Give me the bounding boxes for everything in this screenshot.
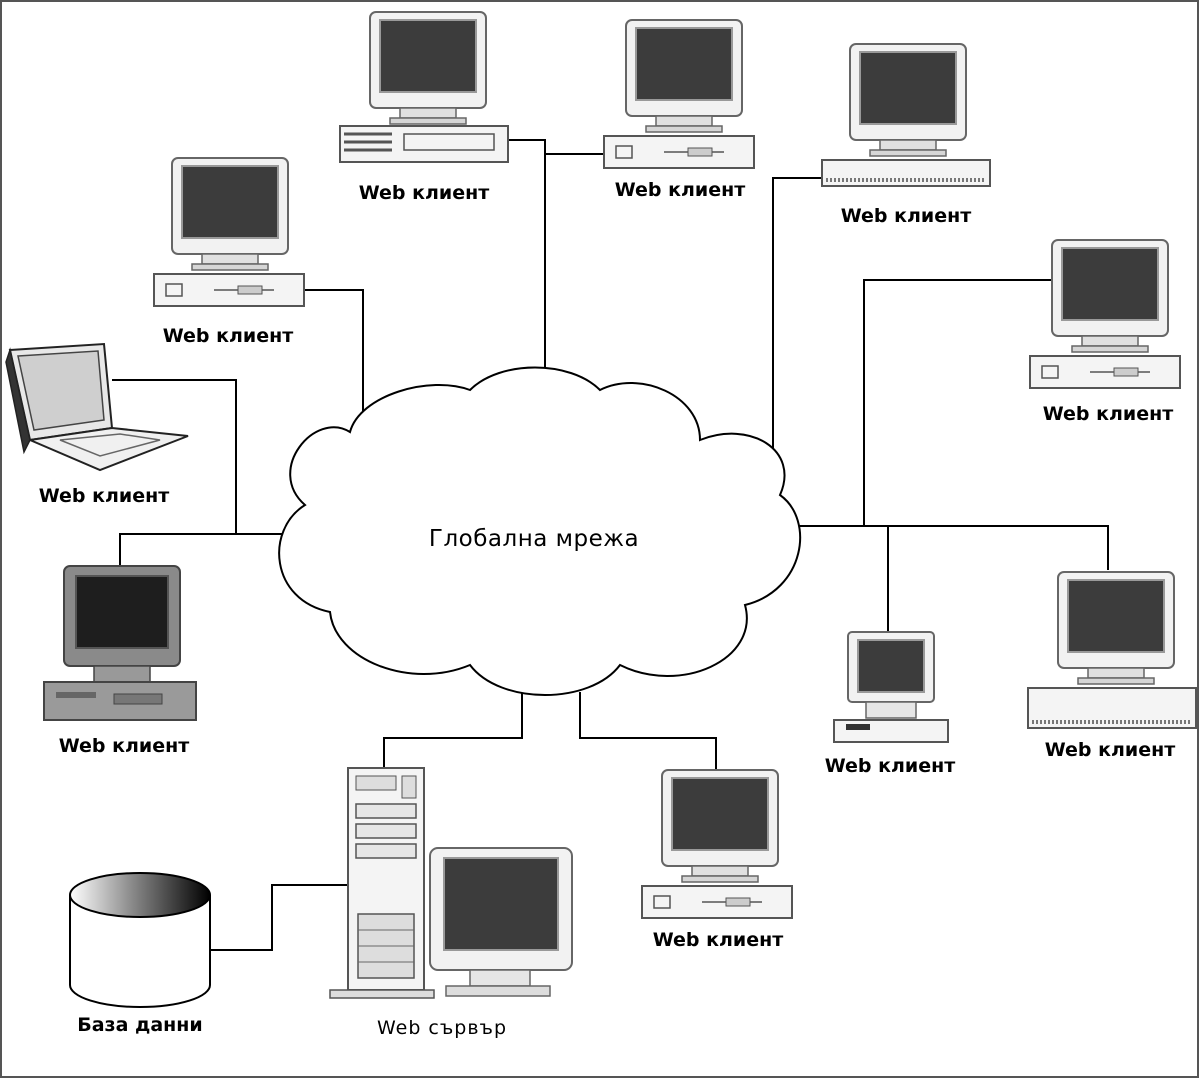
client-label: Web клиент xyxy=(653,929,784,951)
web-client-3: Web клиент xyxy=(820,43,992,227)
client-label: Web клиент xyxy=(59,735,190,757)
client-label: Web клиент xyxy=(825,755,956,777)
server-label: Web сървър xyxy=(377,1017,507,1039)
web-server: Web сървър xyxy=(329,767,573,1039)
web-client-8: Web клиент xyxy=(825,631,956,777)
global-network-cloud: Глобална мрежа xyxy=(278,366,802,696)
client-label: Web клиент xyxy=(1043,403,1174,425)
client-label: Web клиент xyxy=(163,325,294,347)
client-label: Web клиент xyxy=(39,485,170,507)
web-client-6-laptop: Web клиент xyxy=(5,342,189,507)
web-client-1: Web клиент xyxy=(339,11,509,204)
web-client-10: Web клиент xyxy=(641,769,793,951)
web-client-2: Web клиент xyxy=(603,19,755,201)
web-client-5: Web клиент xyxy=(1029,239,1181,425)
client-label: Web клиент xyxy=(359,182,490,204)
web-client-7: Web клиент xyxy=(43,565,197,757)
client-label: Web клиент xyxy=(841,205,972,227)
client-label: Web клиент xyxy=(615,179,746,201)
network-wires xyxy=(112,139,1109,951)
web-client-9: Web клиент xyxy=(1026,571,1198,761)
client-label: Web клиент xyxy=(1045,739,1176,761)
database: База данни xyxy=(69,872,211,1036)
web-client-4: Web клиент xyxy=(153,157,305,347)
database-label: База данни xyxy=(77,1014,203,1036)
network-label: Глобална мрежа xyxy=(429,526,639,552)
